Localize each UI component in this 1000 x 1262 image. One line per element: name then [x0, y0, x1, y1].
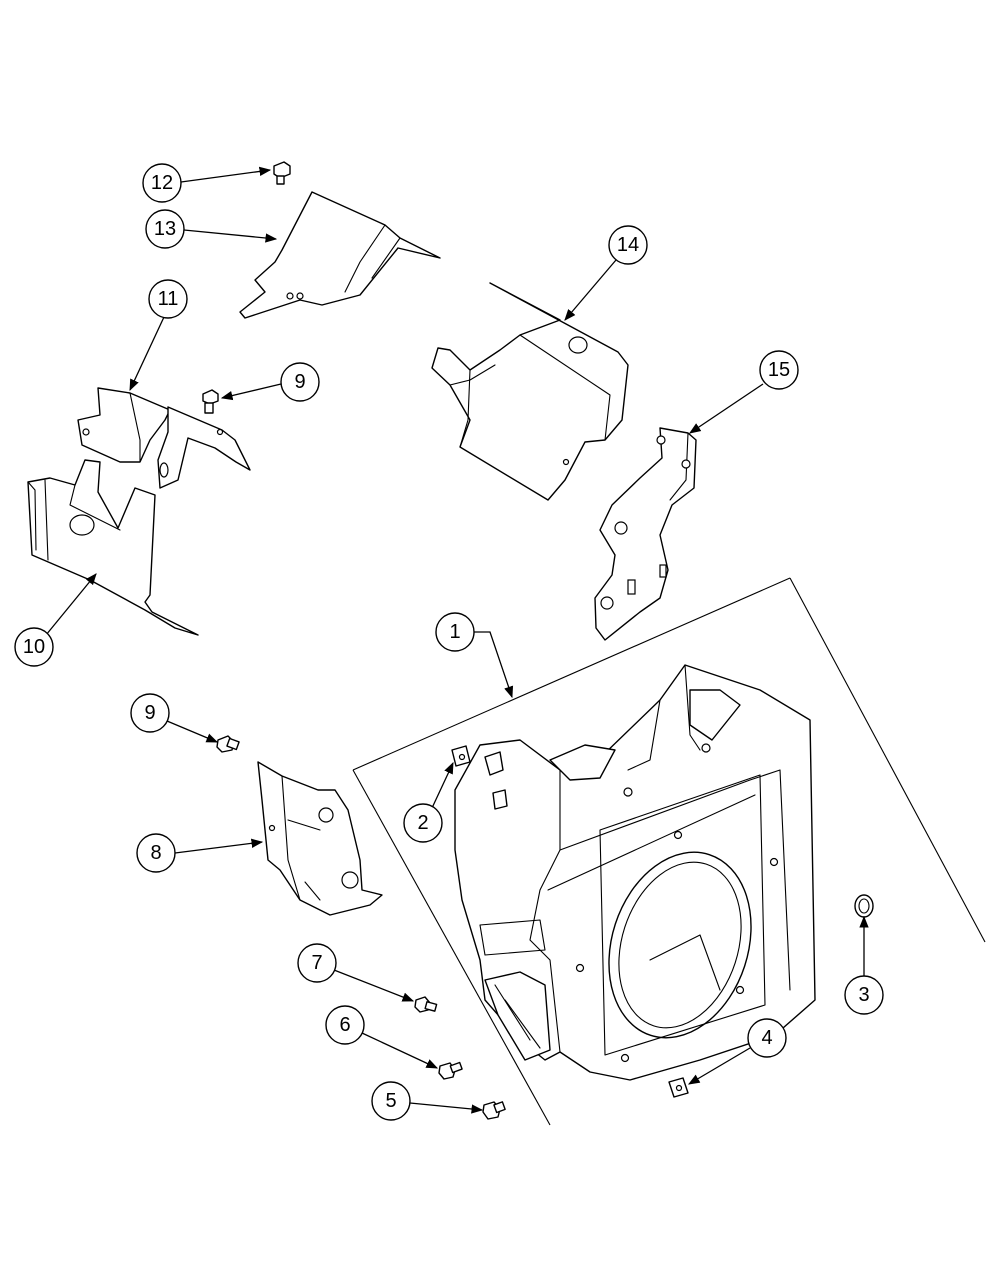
- part-4-clip-nut: [668, 1077, 689, 1098]
- callout-1-label: 1: [449, 621, 460, 643]
- part-13-top-cover: [239, 191, 441, 319]
- callout-3-label: 3: [858, 984, 869, 1006]
- callout-9a: 9: [280, 362, 320, 402]
- leader-13: [183, 229, 278, 243]
- callout-12-label: 12: [151, 172, 173, 194]
- callout-9a-label: 9: [294, 371, 305, 393]
- callout-7-label: 7: [311, 952, 322, 974]
- callout-10-label: 10: [23, 636, 45, 658]
- callout-11: 11: [148, 279, 188, 319]
- leader-7: [333, 969, 415, 1002]
- part-7-bolt: [414, 996, 438, 1013]
- part-11-bracket: [77, 387, 251, 489]
- part-12-bolt: [273, 161, 291, 185]
- callout-1: 1: [435, 612, 475, 652]
- part-1-blower-housing: [454, 664, 816, 1081]
- callout-14-label: 14: [617, 234, 639, 256]
- leader-15: [689, 383, 764, 434]
- leader-11: [129, 316, 165, 392]
- callout-5-label: 5: [385, 1090, 396, 1112]
- callout-15: 15: [759, 350, 799, 390]
- callout-2-label: 2: [417, 812, 428, 834]
- callout-6: 6: [325, 1005, 365, 1045]
- leader-2: [431, 761, 454, 809]
- leader-14: [564, 259, 617, 321]
- assembly-group-bracket: [352, 577, 986, 1126]
- callout-13: 13: [145, 209, 185, 249]
- part-15-bracket-plate: [594, 427, 697, 641]
- leader-10: [45, 573, 97, 636]
- callout-4-label: 4: [761, 1027, 772, 1049]
- callout-3: 3: [844, 975, 884, 1015]
- part-8-bracket: [257, 761, 383, 916]
- part-9-lower-bolt: [216, 735, 240, 753]
- part-6-bolt: [438, 1061, 463, 1080]
- leader-8: [174, 838, 264, 854]
- part-5-bolt: [482, 1101, 506, 1120]
- callout-15-label: 15: [768, 359, 790, 381]
- leader-1: [472, 631, 514, 699]
- callout-7: 7: [297, 943, 337, 983]
- leader-6: [361, 1032, 439, 1069]
- callout-8: 8: [136, 833, 176, 873]
- callout-6-label: 6: [339, 1014, 350, 1036]
- callout-4: 4: [747, 1018, 787, 1058]
- callout-14: 14: [608, 225, 648, 265]
- leader-9a: [220, 383, 282, 401]
- callout-9b-label: 9: [144, 702, 155, 724]
- callout-11-label: 11: [158, 288, 179, 310]
- part-2-clip-nut: [451, 745, 471, 767]
- leader-arrows: [45, 166, 869, 1114]
- callout-12: 12: [142, 163, 182, 203]
- callout-9b: 9: [130, 693, 170, 733]
- leader-9b: [166, 720, 219, 743]
- callout-5: 5: [371, 1081, 411, 1121]
- callout-2: 2: [403, 803, 443, 843]
- part-3-plug: [854, 894, 874, 918]
- callout-13-label: 13: [154, 218, 176, 240]
- callout-8-label: 8: [150, 842, 161, 864]
- part-14-side-panel: [431, 282, 629, 501]
- callout-10: 10: [14, 627, 54, 667]
- leader-12: [180, 166, 272, 183]
- leader-5: [409, 1102, 484, 1114]
- part-10-side-shroud: [27, 459, 199, 636]
- part-9-upper-bolt: [202, 389, 219, 414]
- leader-4: [687, 1047, 751, 1085]
